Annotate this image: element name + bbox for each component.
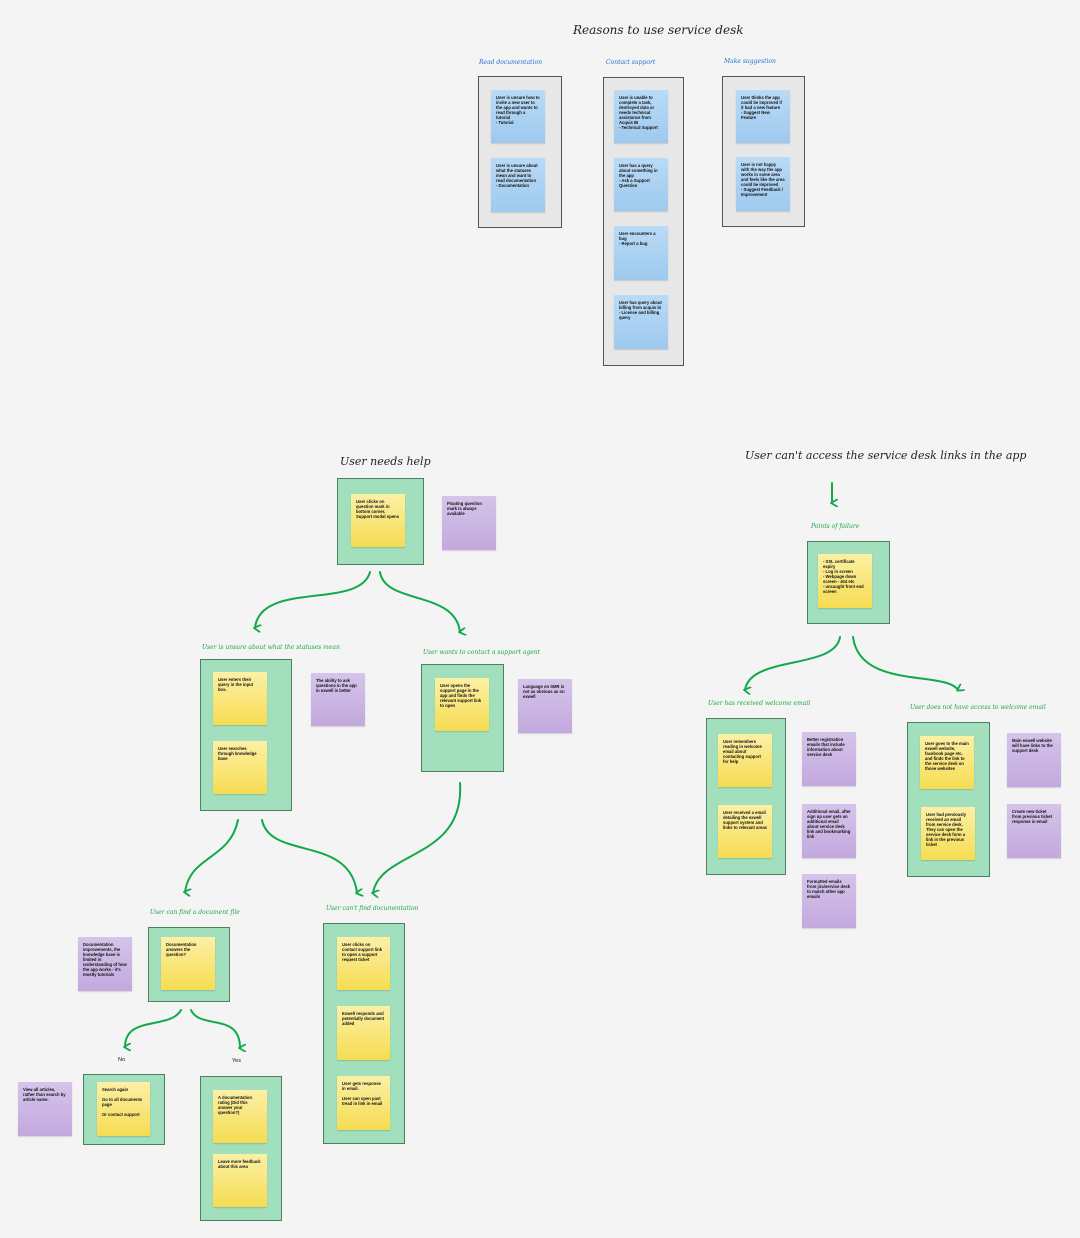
arrow-connector [185,819,239,892]
received-email-label: User has received welcome email [708,700,811,707]
sticky-note[interactable]: User has query about billing from acquis… [614,295,668,349]
make-suggestion-label: Make suggestion [724,58,776,65]
cant-find-label: User can't find documentation [326,905,419,912]
arrow-connector [379,571,460,632]
wants-contact-label: User wants to contact a support agent [423,649,541,656]
contact-support-label: Contact support [606,59,656,66]
cant-access-title: User can't access the service desk links… [745,449,1027,462]
sticky-note[interactable]: Floating question mark is always availab… [442,496,496,550]
points-failure-label: Points of failure [811,523,860,530]
sticky-note[interactable]: User is unable to complete a task, destr… [614,90,668,143]
sticky-note[interactable]: User remembers reading in welcome email … [718,734,772,787]
sticky-note[interactable]: User opens the support page in the app a… [435,678,489,731]
sticky-note[interactable]: Create new ticket from previous ticket r… [1007,804,1061,858]
sticky-note[interactable]: Leave more feedback about this area [213,1154,267,1207]
sticky-note[interactable]: Documentation answers the question? [161,937,215,990]
sticky-note[interactable]: - SSL certificate expiry - Log in screen… [818,554,872,608]
no-access-email-label: User does not have access to welcome ema… [910,704,1046,711]
sticky-note[interactable]: User encounters a bug - Report a bug [614,226,668,280]
arrow-connector [255,571,371,628]
sticky-note[interactable]: A documentation rating (Did this answer … [213,1090,267,1143]
sticky-note[interactable]: Search again Go to all documents page Or… [97,1082,150,1136]
sticky-note[interactable]: Formatted emails from jira/service desk … [802,874,856,928]
sticky-note[interactable]: User searches through knowledge base [213,741,267,794]
sticky-note[interactable]: User thinks the app could be improved if… [736,90,790,143]
sticky-note[interactable]: User enters their query in the input box… [213,672,267,725]
arrow-connector [190,1009,240,1048]
sticky-note[interactable]: User is not happy with the way the app w… [736,157,790,211]
sticky-note[interactable]: Exwell responds and potentially document… [337,1006,390,1060]
arrow-connector [852,636,958,690]
sticky-note[interactable]: Language on SMR is not as obvious as on … [518,679,572,733]
sticky-note[interactable]: The ability to ask questions in the app … [311,673,365,726]
arrow-connector [261,819,357,893]
arrow-connector [745,636,841,690]
sticky-note[interactable]: User clicks on contact support link to o… [337,937,390,990]
sticky-note[interactable]: User is unsure about what the statuses m… [491,158,545,212]
sticky-note[interactable]: User goes to the main exwell website, fa… [920,736,974,789]
can-find-label: User can find a document file [150,909,240,916]
sticky-note[interactable]: Additional email, after sign up user get… [802,804,856,858]
yes-label: Yes [232,1058,241,1064]
sticky-note[interactable]: Better registration emails that include … [802,732,856,786]
reasons-title: Reasons to use service desk [573,23,744,37]
sticky-note[interactable]: Documentation improvements, the knowledg… [78,937,132,991]
unsure-label: User is unsure about what the statuses m… [202,644,340,651]
sticky-note[interactable]: User had previously received an email fr… [921,807,975,860]
sticky-note[interactable]: View all articles, rather than search by… [18,1082,72,1136]
read-docs-label: Read documentation [479,59,542,66]
arrow-connector [125,1009,182,1047]
sticky-note[interactable]: Main exwell website will have links to t… [1007,733,1061,787]
sticky-note[interactable]: User gets response in email. User can op… [337,1076,390,1130]
no-label: No [118,1057,126,1063]
arrow-connector [373,782,462,893]
user-needs-help-title: User needs help [340,455,431,468]
sticky-note[interactable]: User received a email detailing the exwe… [718,805,772,858]
sticky-note[interactable]: User clicks on question mark in bottom c… [351,494,405,547]
sticky-note[interactable]: User has a query about something in the … [614,158,668,211]
sticky-note[interactable]: User is unsure how to invite a new user … [491,90,545,143]
